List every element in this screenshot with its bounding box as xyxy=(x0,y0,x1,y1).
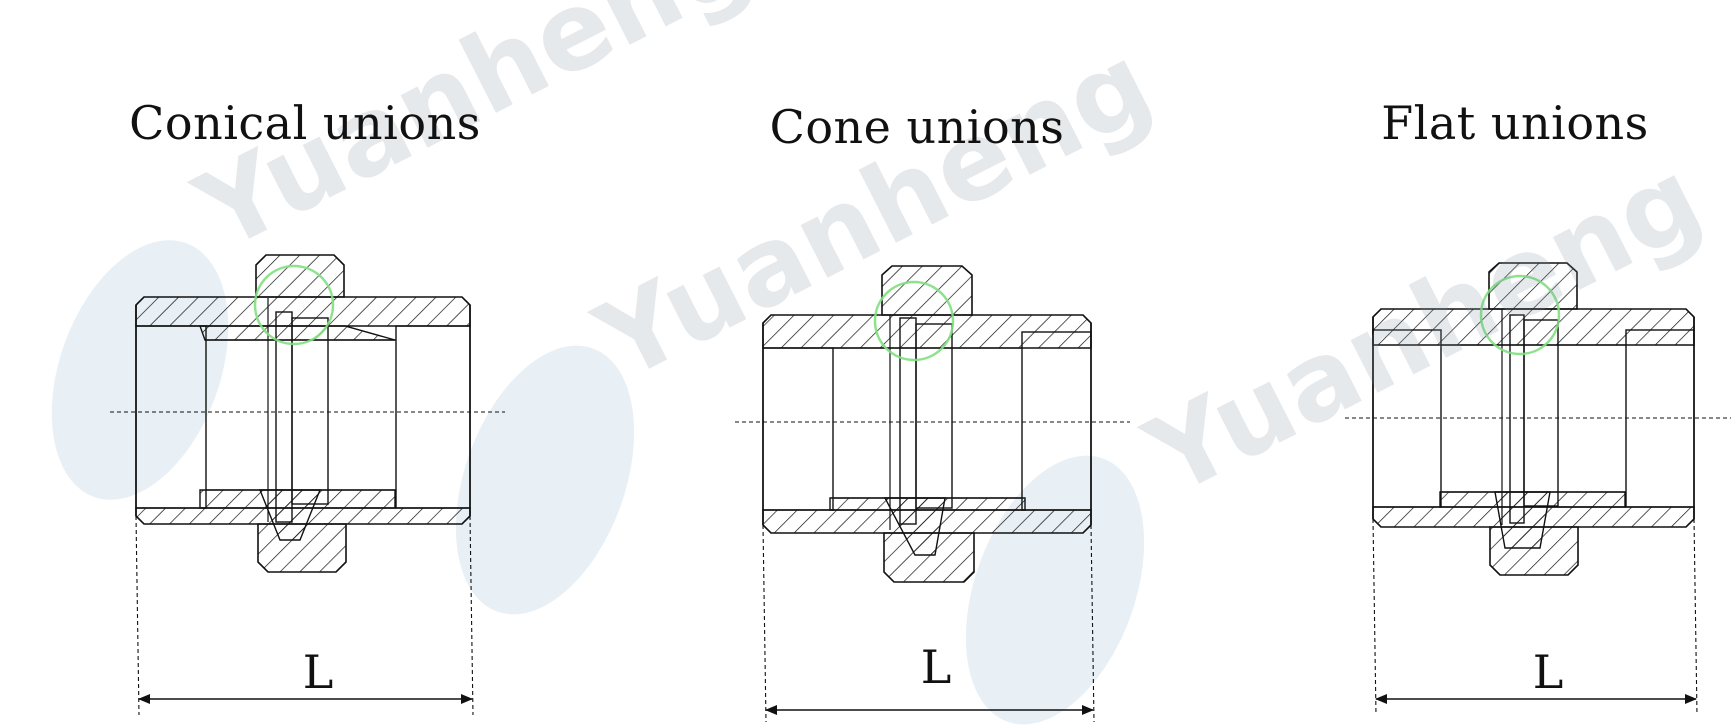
dimension-label: L xyxy=(302,645,334,699)
seal-highlight xyxy=(1479,274,1561,356)
center-sleeve xyxy=(899,317,917,525)
top-nut-section xyxy=(881,265,973,316)
watermark-logo xyxy=(455,345,635,615)
seal-highlight xyxy=(253,264,335,346)
left-bore xyxy=(762,347,834,511)
bottom-nut-section xyxy=(883,532,975,583)
right-bore xyxy=(1021,331,1092,511)
conical-union-drawing xyxy=(51,240,635,716)
watermark-logo xyxy=(965,455,1145,725)
diagram-title-cone: Cone unions xyxy=(769,100,1065,154)
dimension-label: L xyxy=(1532,645,1564,699)
left-bore xyxy=(135,325,207,509)
top-nut-section xyxy=(255,254,345,298)
cone-seat-upper xyxy=(199,325,396,341)
flat-wedge xyxy=(1494,491,1551,549)
right-bore xyxy=(395,325,471,509)
watermark-logo xyxy=(51,240,229,500)
diagram-title-conical: Conical unions xyxy=(129,96,481,150)
flat-union-drawing xyxy=(1345,262,1731,716)
diagram-title-flat: Flat unions xyxy=(1381,96,1649,150)
upper-wall-section xyxy=(135,296,471,327)
dimension-label: L xyxy=(920,640,952,694)
cone-union-drawing xyxy=(735,265,1145,725)
seal-highlight xyxy=(873,280,955,362)
